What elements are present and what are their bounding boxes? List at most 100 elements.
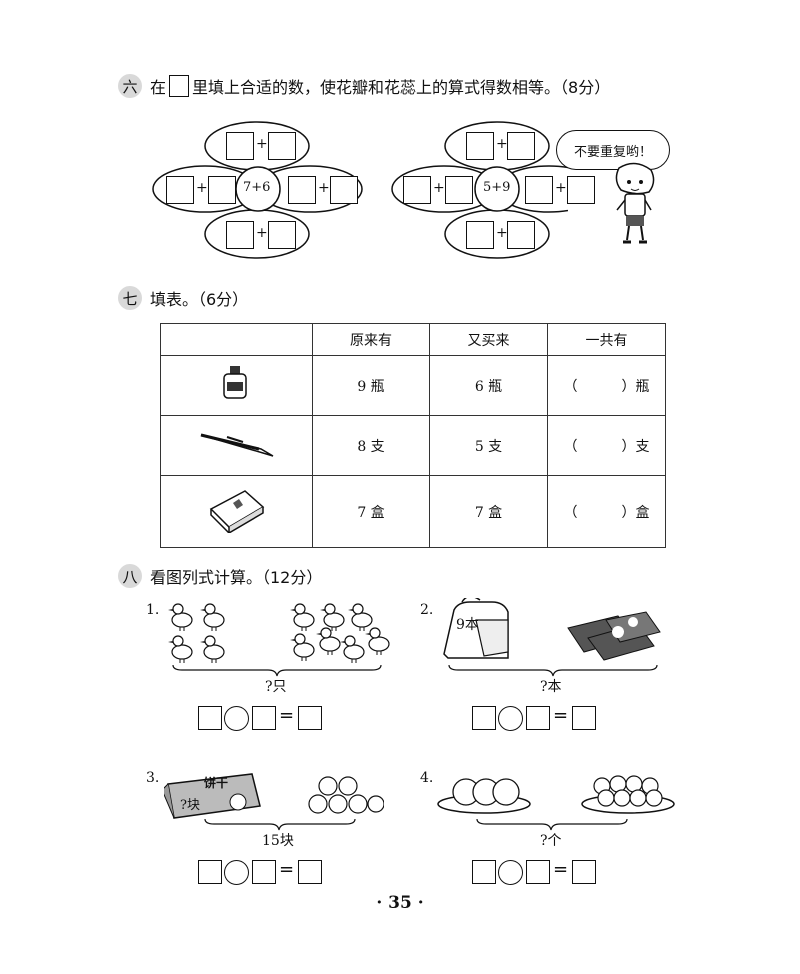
plus-sign: + (256, 225, 268, 241)
brace-label: ?只 (265, 679, 287, 695)
plus-sign: + (433, 180, 445, 196)
equals-sign: = (553, 705, 569, 726)
brace-label: ?个 (540, 833, 562, 849)
paren-open: （ (563, 438, 578, 455)
answer-box[interactable] (572, 706, 596, 730)
flower-1-center: 7+6 (243, 180, 271, 195)
ink-bottle-icon (160, 355, 313, 416)
answer-box[interactable] (298, 706, 322, 730)
petal-box[interactable] (268, 132, 296, 160)
table-row: 7 盒 7 盒 （ ）盒 (160, 475, 666, 548)
section-title: 填表。（6分） (150, 290, 249, 309)
boy-icon (615, 162, 655, 244)
answer-box[interactable] (298, 860, 322, 884)
answer-box[interactable] (526, 860, 550, 884)
table-row: 8 支 5 支 （ ）支 (160, 415, 666, 476)
petal-box[interactable] (226, 221, 254, 249)
brace-icon (172, 664, 382, 677)
petal-box[interactable] (288, 176, 316, 204)
answer-box[interactable] (252, 860, 276, 884)
operator-circle[interactable] (498, 860, 523, 885)
brace-icon (448, 664, 658, 677)
problem-number: 2. (420, 602, 434, 618)
bought-cell: 5 支 (429, 415, 548, 476)
petal-box[interactable] (268, 221, 296, 249)
brace-icon (476, 818, 628, 831)
petal-box[interactable] (507, 221, 535, 249)
answer-box[interactable] (526, 706, 550, 730)
petal-box[interactable] (466, 221, 494, 249)
blank-box-example (169, 75, 190, 97)
total-cell[interactable]: （ ）盒 (547, 475, 666, 548)
orig-cell: 7 盒 (312, 475, 430, 548)
section-title-post: 里填上合适的数，使花瓣和花蕊上的算式得数相等。（8分） (192, 78, 611, 97)
petal-box[interactable] (507, 132, 535, 160)
answer-box[interactable] (198, 706, 222, 730)
plus-sign: + (555, 180, 567, 196)
ducks-icon (167, 603, 390, 664)
section-6-heading: 六 在 里填上合适的数，使花瓣和花蕊上的算式得数相等。（8分） (118, 74, 610, 98)
problem-number: 4. (420, 770, 434, 786)
paren-close: ）瓶 (621, 378, 650, 395)
plus-sign: + (496, 136, 508, 152)
section-title-pre: 在 (150, 78, 167, 97)
brace-label: ?本 (540, 679, 562, 695)
bag-label: 9本 (456, 617, 479, 633)
fill-table: 原来有 又买来 一共有 9 瓶 6 瓶 （ ）瓶 8 支 5 支 （ ）支 7 盒 … (160, 323, 666, 548)
petal-box[interactable] (208, 176, 236, 204)
table-header: 又买来 (429, 323, 548, 356)
petal-box[interactable] (567, 176, 595, 204)
bought-cell: 6 瓶 (429, 355, 548, 416)
paren-open: （ (563, 378, 578, 395)
bag-and-books-icon (443, 598, 661, 661)
section-title: 看图列式计算。（12分） (150, 568, 323, 587)
paren-open: （ (563, 504, 578, 521)
petal-box[interactable] (445, 176, 473, 204)
petal-box[interactable] (403, 176, 431, 204)
brace-icon (204, 818, 356, 831)
page-number: · 35 · (376, 893, 424, 913)
table-header (160, 323, 313, 356)
equals-sign: = (279, 859, 295, 880)
answer-box[interactable] (472, 860, 496, 884)
section-number: 八 (118, 564, 142, 588)
operator-circle[interactable] (498, 706, 523, 731)
petal-box[interactable] (525, 176, 553, 204)
answer-box[interactable] (472, 706, 496, 730)
paren-close: ）盒 (621, 504, 650, 521)
table-header: 原来有 (312, 323, 430, 356)
petal-box[interactable] (166, 176, 194, 204)
bought-cell: 7 盒 (429, 475, 548, 548)
section-number: 七 (118, 286, 142, 310)
apples-icon (437, 775, 675, 814)
brace-label: 15块 (262, 833, 294, 849)
plus-sign: + (196, 180, 208, 196)
operator-circle[interactable] (224, 706, 249, 731)
answer-box[interactable] (198, 860, 222, 884)
operator-circle[interactable] (224, 860, 249, 885)
equals-sign: = (553, 859, 569, 880)
total-cell[interactable]: （ ）瓶 (547, 355, 666, 416)
petal-box[interactable] (466, 132, 494, 160)
orig-cell: 9 瓶 (312, 355, 430, 416)
paren-close: ）支 (621, 438, 650, 455)
plus-sign: + (256, 136, 268, 152)
section-7-heading: 七 填表。（6分） (118, 286, 248, 310)
problem-number: 3. (146, 770, 160, 786)
section-8-heading: 八 看图列式计算。（12分） (118, 564, 322, 588)
biscuit-brand-label: 饼干 (204, 776, 229, 790)
answer-box[interactable] (252, 706, 276, 730)
petal-box[interactable] (226, 132, 254, 160)
petal-box[interactable] (330, 176, 358, 204)
section-number: 六 (118, 74, 142, 98)
table-header: 一共有 (547, 323, 666, 356)
orig-cell: 8 支 (312, 415, 430, 476)
plus-sign: + (318, 180, 330, 196)
pack-label: ?块 (180, 798, 200, 813)
total-cell[interactable]: （ ）支 (547, 415, 666, 476)
plus-sign: + (496, 225, 508, 241)
problem-number: 1. (146, 602, 160, 618)
answer-box[interactable] (572, 860, 596, 884)
flower-2-center: 5+9 (483, 180, 511, 195)
speech-bubble: 不要重复哟！ (556, 130, 670, 170)
